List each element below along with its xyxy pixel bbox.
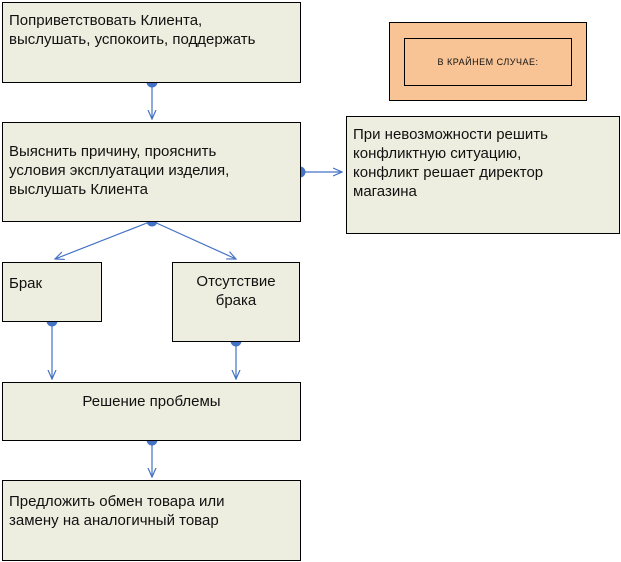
node-defect-label: Брак — [9, 275, 43, 292]
node-greet-label: Поприветствовать Клиента, выслушать, усп… — [9, 12, 256, 48]
connector-clarify-to-defect — [55, 220, 153, 259]
badge-label: В КРАЙНЕМ СЛУЧАЕ: — [437, 57, 539, 67]
badge-inner-frame: В КРАЙНЕМ СЛУЧАЕ: — [404, 38, 572, 86]
node-escalation: При невозможности решить конфликтную сит… — [346, 116, 620, 234]
node-no-defect: Отсутствие брака — [172, 262, 300, 342]
node-offer: Предложить обмен товара или замену на ан… — [2, 480, 301, 561]
node-clarify-label: Выяснить причину, прояснить условия эксп… — [9, 143, 230, 198]
node-escalation-label: При невозможности решить конфликтную сит… — [353, 126, 548, 200]
node-offer-label: Предложить обмен товара или замену на ан… — [9, 493, 225, 529]
node-clarify: Выяснить причину, прояснить условия эксп… — [2, 122, 301, 222]
node-greet: Поприветствовать Клиента, выслушать, усп… — [2, 2, 301, 83]
connector-clarify-to-no-defect — [151, 220, 236, 259]
node-defect: Брак — [2, 262, 102, 322]
badge-frame: В КРАЙНЕМ СЛУЧАЕ: — [389, 22, 587, 101]
node-solution-label: Решение проблемы — [82, 393, 221, 410]
node-solution: Решение проблемы — [2, 382, 301, 441]
node-no-defect-label: Отсутствие брака — [196, 273, 276, 309]
